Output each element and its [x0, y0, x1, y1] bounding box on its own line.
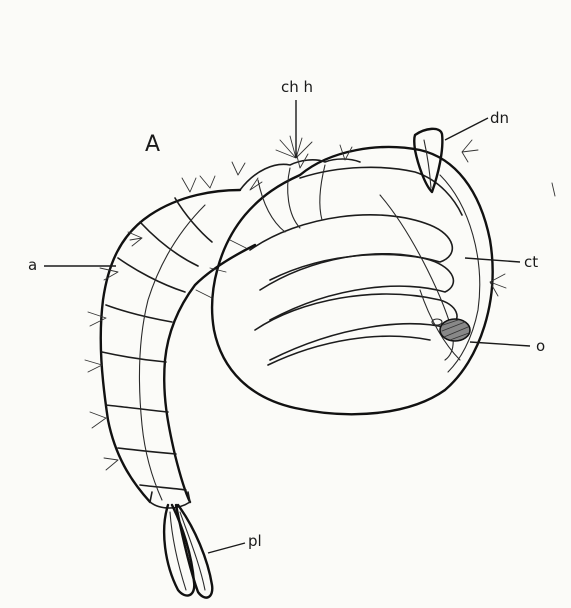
abdomen-setae	[85, 145, 352, 470]
label-chh: ch h	[281, 80, 313, 95]
label-o: o	[536, 339, 545, 354]
appendage-1	[250, 215, 452, 280]
segment-line-8	[140, 485, 186, 490]
segment-line-5	[102, 352, 166, 362]
figure-panel-letter: A	[145, 134, 160, 156]
appendage-4	[268, 336, 430, 365]
abdomen-lateral-seam	[140, 205, 205, 500]
segment-line-6	[106, 405, 168, 412]
appendage-3	[255, 294, 457, 360]
segment-line-2	[140, 222, 198, 266]
segment-line-4	[106, 305, 172, 322]
stray-mark	[552, 183, 555, 196]
abdomen-ventral-edge	[164, 245, 255, 502]
label-pl: pl	[248, 534, 262, 549]
leader-pl	[208, 543, 245, 553]
terminal-segment	[150, 492, 190, 508]
label-ct: ct	[524, 255, 538, 270]
segment-line-1	[175, 198, 212, 242]
label-dn: dn	[490, 111, 509, 126]
leader-dn	[445, 118, 488, 140]
segment-line-3	[118, 258, 185, 292]
label-a: a	[28, 258, 37, 273]
